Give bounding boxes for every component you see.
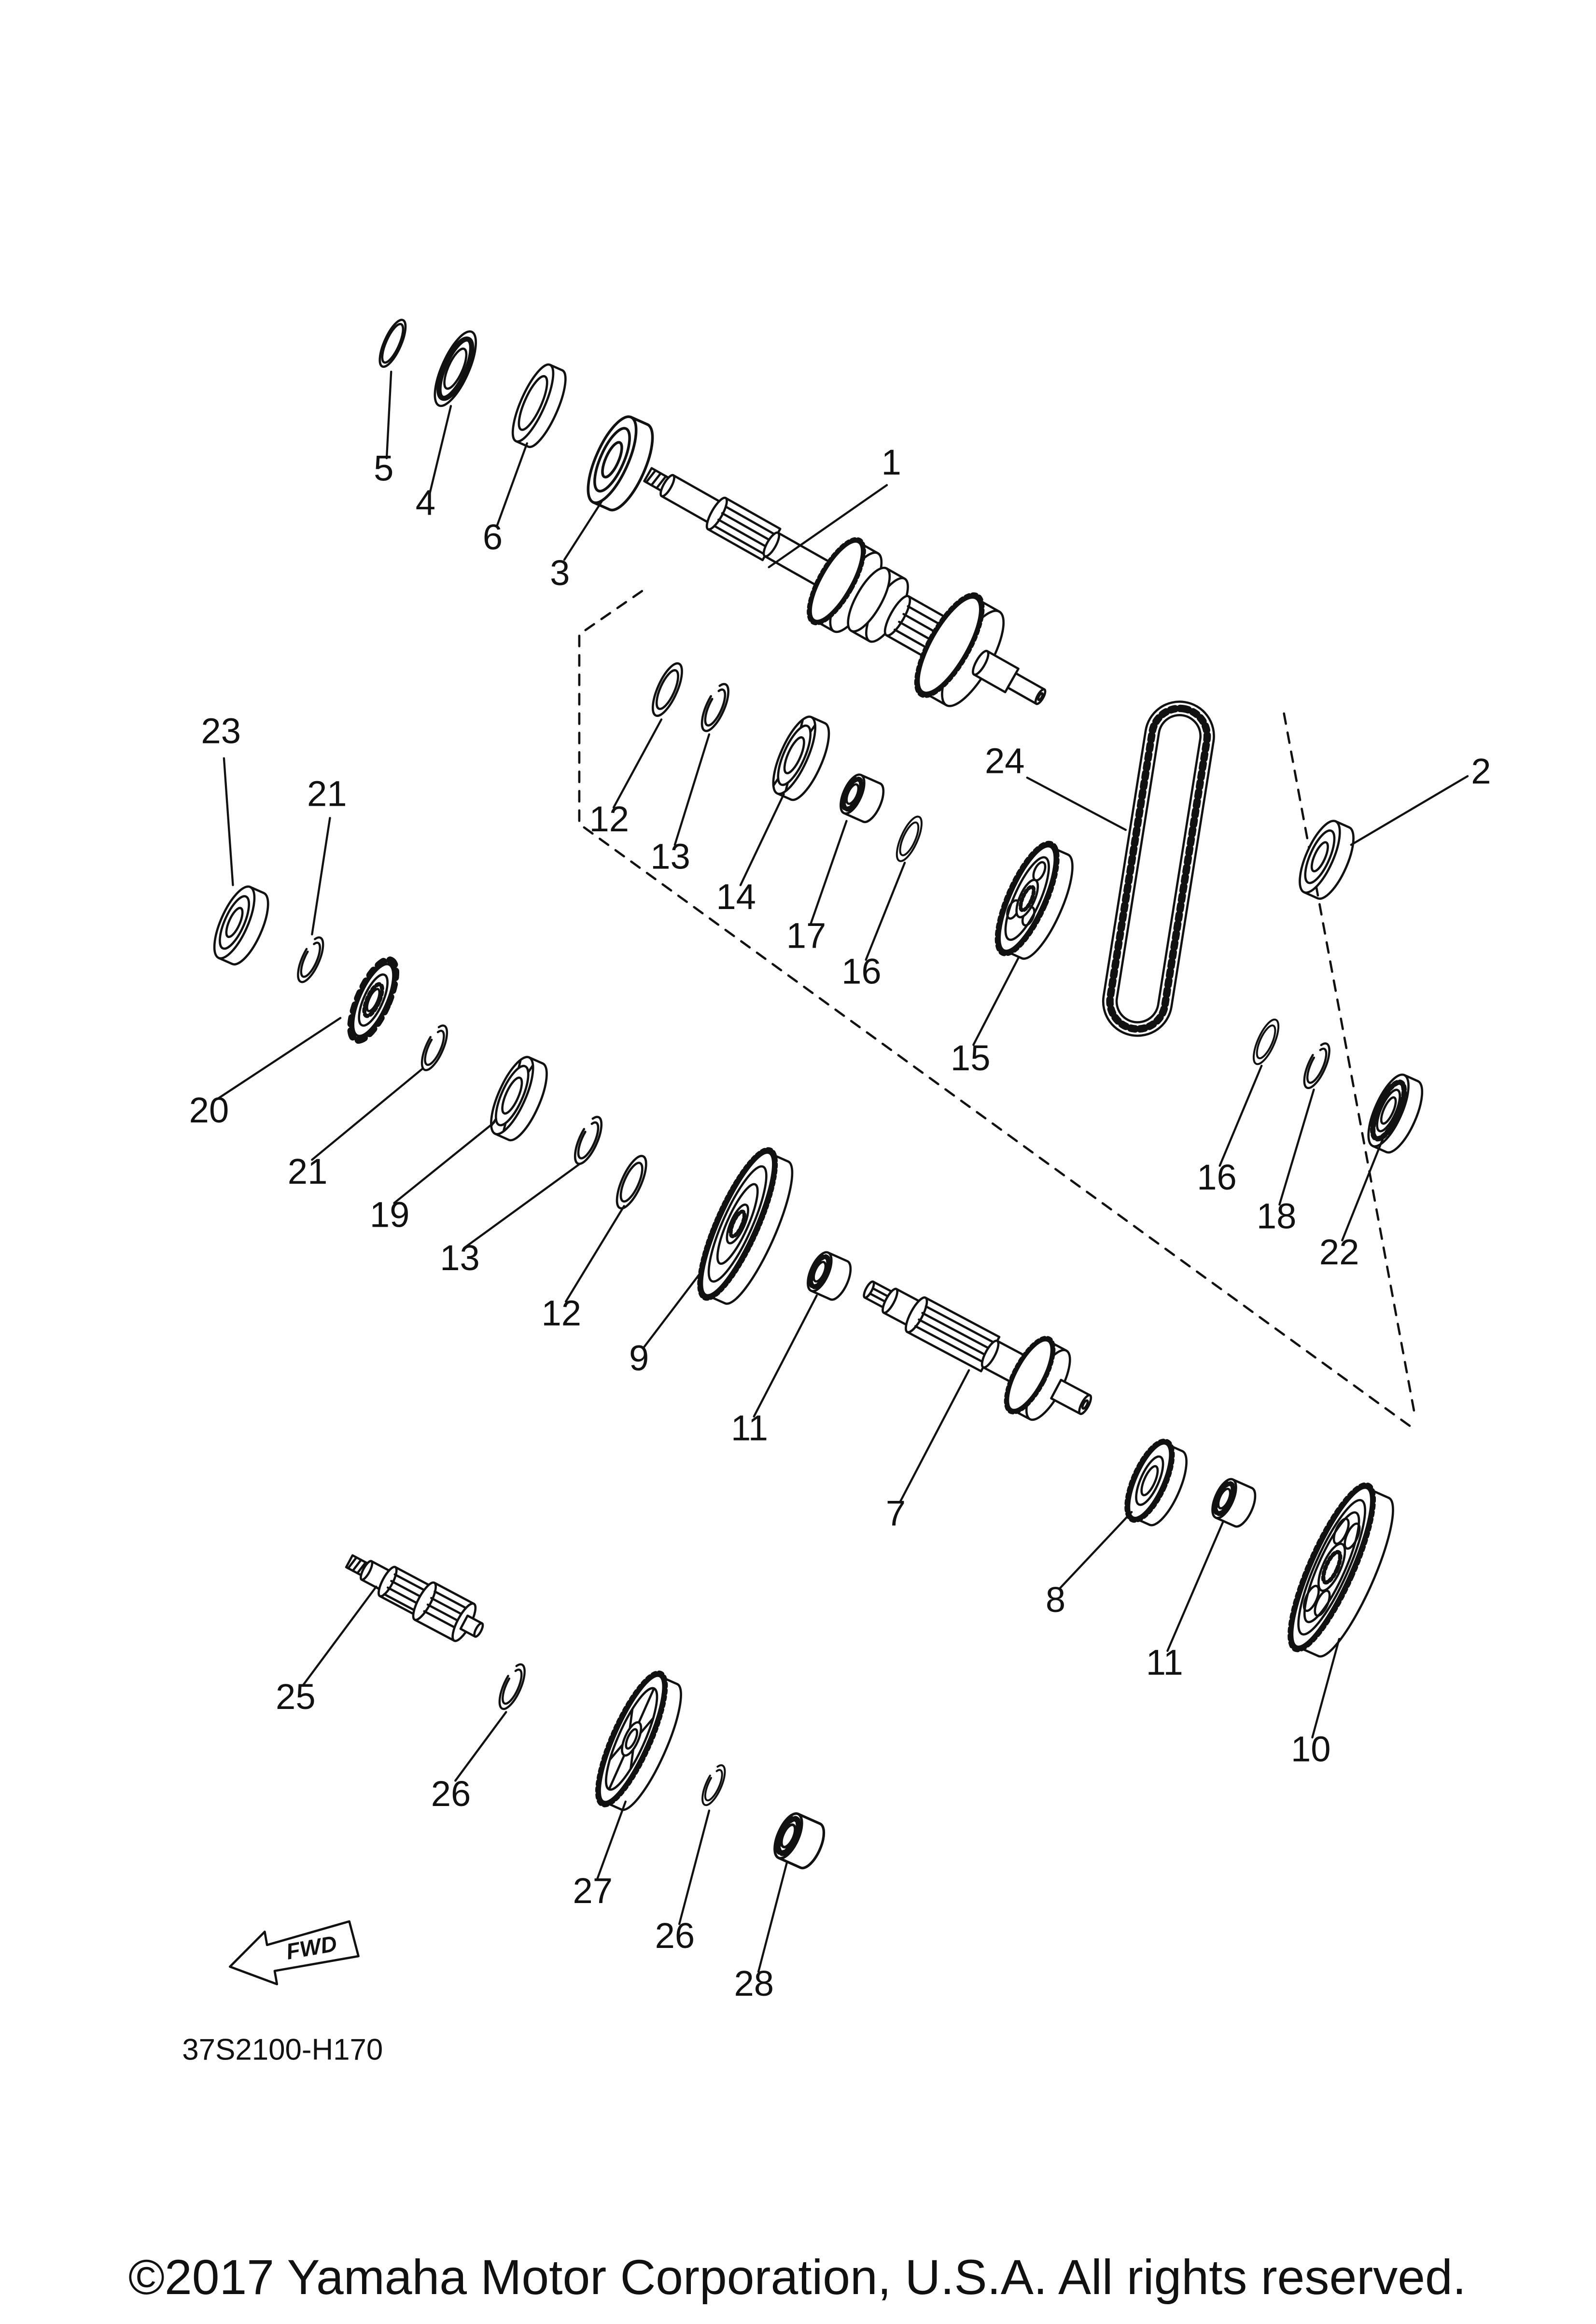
part-26-circlip: [494, 1661, 530, 1712]
part-14-one-way-clutch: [765, 712, 838, 805]
callout-26-32: 26: [655, 1916, 695, 1956]
part-21-circlip: [293, 934, 328, 985]
part-21-circlip-b: [417, 1022, 452, 1074]
construction-lines: [578, 590, 1417, 1431]
part-11-needle-bearing: [803, 1249, 855, 1303]
part-26-circlip-b: [697, 1761, 730, 1809]
callout-4-3: 4: [416, 483, 435, 523]
leader-lines: [217, 370, 1469, 1973]
part-7-output-shaft: [863, 1280, 1092, 1421]
callout-25-29: 25: [276, 1677, 316, 1717]
copyright-text: ©2017 Yamaha Motor Corporation, U.S.A. A…: [128, 2250, 1466, 2305]
part-15-sprocket: [986, 837, 1084, 968]
callout-23-13: 23: [201, 711, 241, 751]
callout-8-23: 8: [1046, 1580, 1065, 1620]
part-28-needle-bearing: [769, 1810, 829, 1872]
part-5-oring: [375, 317, 410, 370]
part-1-main-shaft: [643, 467, 1047, 707]
callout-14-8: 14: [716, 877, 756, 917]
part-2-bearing: [1292, 816, 1362, 904]
part-16-washer: [891, 812, 928, 866]
callout-24-12: 24: [985, 741, 1025, 781]
callout-7-22: 7: [886, 1493, 906, 1533]
part-3-bearing: [578, 411, 662, 517]
callout-19-17: 19: [370, 1195, 410, 1235]
part-19-clutch-carrier: [483, 1052, 555, 1145]
callout-28-33: 28: [734, 1963, 774, 2003]
part-10-final-gear-wheel: [1275, 1477, 1408, 1667]
callout-21-14: 21: [307, 774, 347, 814]
part-22-bearing: [1360, 1070, 1430, 1158]
part-24-drive-chain: [1102, 700, 1215, 1037]
part-12-washer-b: [611, 1152, 652, 1212]
callout-11-24: 11: [1146, 1642, 1183, 1682]
part-6-collar: [505, 360, 573, 452]
callout-15-11: 15: [951, 1038, 991, 1078]
fwd-arrow: FWD: [228, 1920, 360, 1986]
diagram-code: 37S2100-H170: [182, 2033, 383, 2067]
part-23-bearing: [206, 882, 276, 969]
callout-3-2: 3: [550, 553, 570, 593]
callout-21-16: 21: [288, 1151, 328, 1191]
part-11-needle-bearing-b: [1207, 1476, 1260, 1530]
callout-27-31: 27: [573, 1871, 613, 1911]
callout-11-21: 11: [731, 1408, 768, 1448]
part-16-washer-b: [1247, 1015, 1285, 1068]
callout-12-6: 12: [589, 799, 630, 839]
callout-17-9: 17: [786, 915, 826, 955]
part-13-circlip-b: [570, 1114, 607, 1167]
callout-2-1: 2: [1471, 751, 1491, 791]
callout-1-0: 1: [882, 442, 901, 482]
part-17-needle-bearing: [836, 771, 888, 826]
part-12-washer: [647, 660, 688, 720]
part-8-gear: [1118, 1435, 1196, 1532]
callout-9-20: 9: [629, 1338, 649, 1378]
part-13-circlip: [697, 681, 734, 734]
part-25-idler-shaft: [345, 1554, 484, 1642]
part-18-circlip: [1299, 1040, 1334, 1092]
callout-13-18: 13: [440, 1238, 480, 1278]
callout-16-10: 16: [841, 952, 882, 992]
part-4-oil-seal: [427, 326, 484, 411]
part-9-gear: [686, 1142, 806, 1314]
callout-6-5: 6: [483, 517, 503, 557]
callout-10-25: 10: [1291, 1729, 1331, 1769]
callout-16-26: 16: [1197, 1157, 1237, 1197]
callout-20-15: 20: [189, 1090, 229, 1130]
part-20-ratchet-gear: [342, 954, 404, 1046]
callout-26-30: 26: [431, 1774, 471, 1814]
part-27-gear-wheel: [585, 1666, 693, 1819]
callout-5-4: 5: [374, 448, 393, 489]
callout-18-27: 18: [1257, 1196, 1297, 1236]
callout-22-28: 22: [1319, 1232, 1359, 1272]
callout-12-19: 12: [542, 1293, 582, 1333]
callout-13-7: 13: [650, 836, 690, 876]
